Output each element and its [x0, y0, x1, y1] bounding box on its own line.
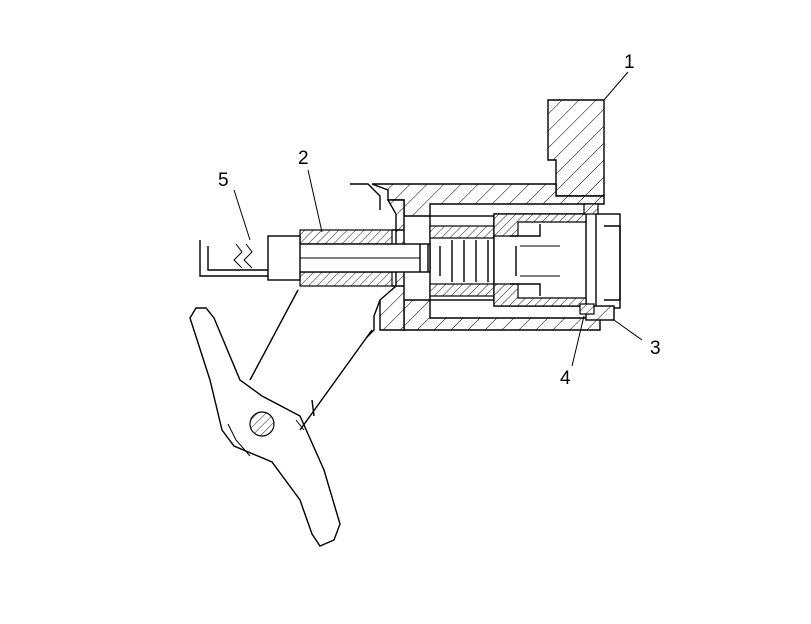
callout-1: 1 [624, 52, 635, 73]
callout-3: 3 [650, 338, 661, 359]
callout-2: 2 [298, 148, 309, 169]
bore-and-piston [429, 203, 621, 321]
cable [199, 240, 268, 277]
lever-arm [189, 289, 373, 547]
callout-5: 5 [218, 170, 229, 191]
leader-lines [233, 71, 643, 367]
callout-4: 4 [560, 368, 571, 389]
push-rod [267, 229, 431, 287]
housing [350, 99, 605, 339]
